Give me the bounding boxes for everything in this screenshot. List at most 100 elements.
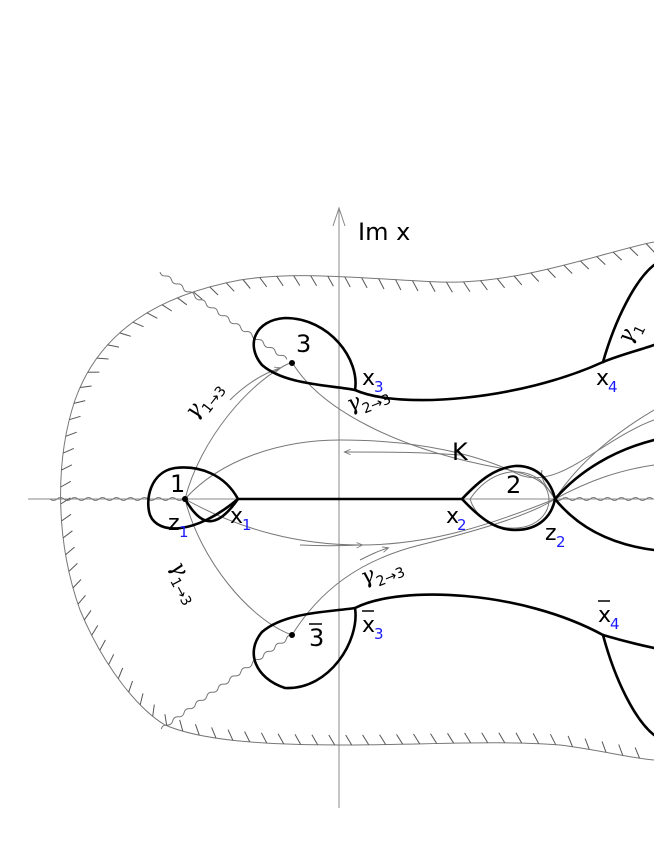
- hatch-mark: [65, 431, 77, 437]
- region-K-label: K: [452, 438, 469, 466]
- hatch-mark: [612, 251, 623, 261]
- hatch-mark: [99, 639, 106, 651]
- point-x3bar-label: x 3: [362, 610, 384, 643]
- svg-text:2→3: 2→3: [360, 391, 393, 417]
- hatch-mark: [513, 275, 523, 286]
- hatch-mark: [463, 281, 471, 292]
- hatch-mark: [294, 734, 302, 745]
- hatch-mark: [311, 734, 319, 746]
- region-3-label: 3: [296, 330, 311, 358]
- svg-text:1: 1: [179, 523, 189, 541]
- hatch-mark: [179, 719, 184, 732]
- hatch-mark: [447, 733, 455, 744]
- hatch-mark: [584, 738, 590, 750]
- hatch-mark: [73, 400, 86, 404]
- region-3bar-label: 3: [309, 624, 324, 652]
- hatch-mark: [277, 733, 285, 745]
- hatch-mark: [61, 464, 73, 471]
- hatch-mark: [128, 680, 133, 693]
- hatch-mark: [164, 714, 168, 726]
- hatch-mark: [117, 667, 124, 679]
- svg-text:2→3: 2→3: [374, 564, 407, 590]
- hatch-mark: [62, 447, 75, 454]
- hatch-mark: [161, 304, 173, 312]
- hatch-mark: [480, 280, 488, 291]
- point-r3bar-dot: [289, 632, 295, 638]
- hatch-mark: [259, 277, 268, 288]
- hatch-mark: [310, 275, 318, 286]
- imaginary-axis: [332, 206, 346, 808]
- svg-text:4: 4: [610, 615, 620, 633]
- hatch-mark: [69, 415, 81, 421]
- hatch-mark: [107, 344, 120, 348]
- hatch-mark: [601, 741, 607, 753]
- hatch-mark: [634, 747, 641, 759]
- hatch-mark: [209, 286, 219, 296]
- gamma-1-3bar-label: γ 1→3: [165, 557, 195, 609]
- thick-curves: [146, 263, 654, 737]
- hatch-mark: [530, 272, 540, 282]
- hatch-mark: [396, 734, 404, 745]
- hatch-mark: [244, 731, 251, 743]
- marked-points: [182, 360, 295, 638]
- hatch-mark: [345, 734, 353, 746]
- svg-text:1: 1: [242, 516, 252, 534]
- point-x4-label: x 4: [596, 366, 618, 396]
- svg-text:3: 3: [374, 378, 384, 396]
- hatch-mark: [119, 332, 131, 337]
- hatch-mark: [91, 625, 99, 636]
- svg-text:2: 2: [556, 533, 566, 551]
- hatch-mark: [61, 513, 72, 522]
- hatch-mark: [65, 546, 75, 556]
- hatch-mark: [413, 733, 421, 745]
- hatch-mark: [227, 729, 234, 741]
- hatch-mark: [580, 260, 590, 270]
- contour-lines: [184, 361, 654, 636]
- hatch-mark: [498, 732, 506, 744]
- hatch-mark: [242, 279, 251, 289]
- svg-text:x: x: [230, 504, 243, 529]
- hatch-mark: [60, 497, 71, 505]
- hatch-mark: [108, 654, 115, 665]
- hatch-mark: [344, 276, 351, 288]
- svg-text:2: 2: [457, 516, 467, 534]
- svg-text:x: x: [362, 366, 375, 391]
- hatch-mark: [96, 357, 109, 360]
- hatch-mark: [146, 312, 158, 319]
- hatch-mark: [464, 732, 472, 744]
- svg-text:1→3: 1→3: [166, 575, 194, 609]
- hatch-mark: [618, 744, 624, 756]
- hatch-mark: [293, 275, 301, 286]
- hatch-mark: [481, 732, 489, 744]
- hatch-mark: [563, 264, 573, 274]
- svg-text:x: x: [362, 613, 375, 638]
- point-z2-label: z 2: [545, 521, 566, 551]
- svg-text:x: x: [596, 366, 609, 391]
- hatch-mark: [532, 733, 540, 744]
- hatch-mark: [629, 247, 639, 257]
- branch-cuts: [49, 271, 654, 730]
- hatch-mark: [549, 733, 557, 745]
- svg-text:4: 4: [608, 378, 618, 396]
- point-r3-dot: [289, 360, 295, 366]
- hatch-mark: [276, 275, 284, 287]
- outer-boundary: [60, 241, 654, 761]
- hatch-mark: [361, 277, 368, 289]
- hatch-mark: [496, 278, 505, 289]
- hatch-mark: [567, 735, 573, 747]
- hatch-mark: [395, 279, 402, 291]
- hatch-mark: [260, 732, 268, 744]
- hatch-mark: [412, 280, 419, 292]
- hatch-mark: [429, 281, 436, 293]
- region-1-label: 1: [170, 470, 185, 498]
- svg-text:z: z: [168, 511, 180, 536]
- hatch-mark: [177, 297, 188, 306]
- point-z1-label: z 1: [168, 511, 189, 541]
- point-x3-label: x 3: [362, 366, 384, 396]
- hatch-mark: [194, 724, 200, 736]
- hatch-mark: [327, 275, 334, 287]
- point-x2-label: x 2: [446, 504, 467, 534]
- hatch-mark: [68, 563, 78, 572]
